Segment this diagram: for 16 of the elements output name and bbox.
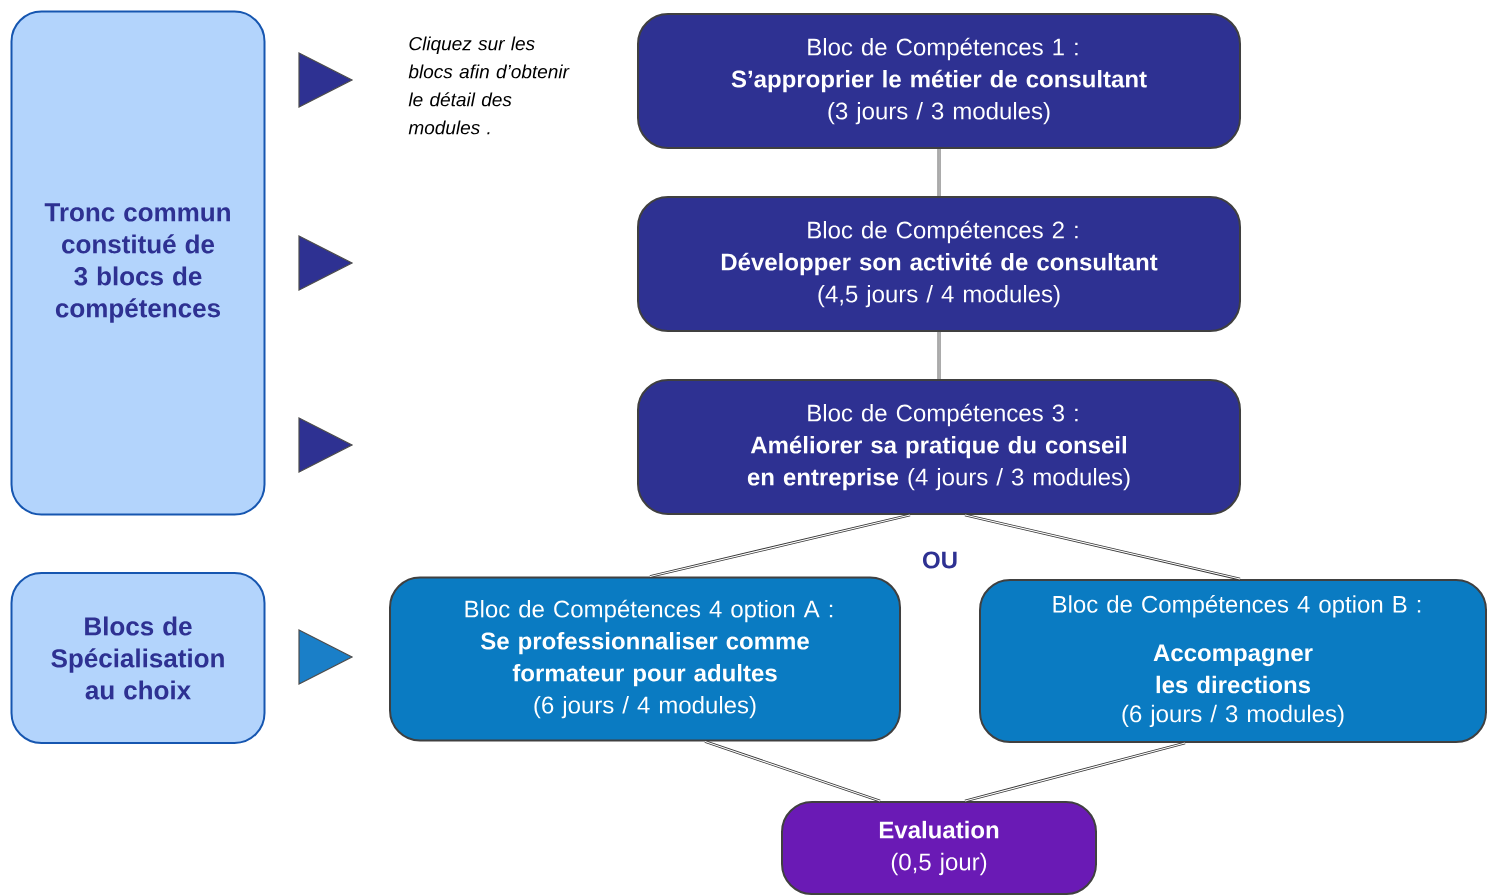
- option-box: Bloc de Compétences 4 option B : Accompagner les directions (6 jours / 3 modules): [979, 579, 1487, 743]
- connector-line: [937, 148, 941, 197]
- connector-line: [704, 740, 881, 803]
- module-box: Bloc de Compétences 2 : Développer son activité de consultant (4,5 jours / 4 modules): [637, 196, 1241, 332]
- connector-line: [649, 513, 911, 578]
- category-box: Tronc commun constitué de 3 blocs de compétences: [10, 10, 266, 516]
- option-box: Bloc de Compétences 4 option A : Se professionnaliser comme formateur pour adultes (6 jours / 4 modules): [389, 576, 901, 742]
- category-box: Blocs de Spécialisation au choix: [10, 572, 266, 744]
- instruction-note: Cliquez sur les blocs afin d’obtenir le détail des modules .: [408, 36, 570, 135]
- module-box: Bloc de Compétences 1 : S’approprier le métier de consultant (3 jours / 3 modules): [637, 13, 1241, 149]
- evaluation-box: Evaluation (0,5 jour): [781, 801, 1097, 895]
- module-box: Bloc de Compétences 3 : Améliorer sa pratique du conseil en entreprise (4 jours / 3 modules): [637, 379, 1241, 515]
- choice-label: OU: [923, 551, 957, 569]
- connector-line: [937, 331, 941, 380]
- connector-line: [964, 741, 1186, 803]
- connector-line: [964, 513, 1241, 581]
